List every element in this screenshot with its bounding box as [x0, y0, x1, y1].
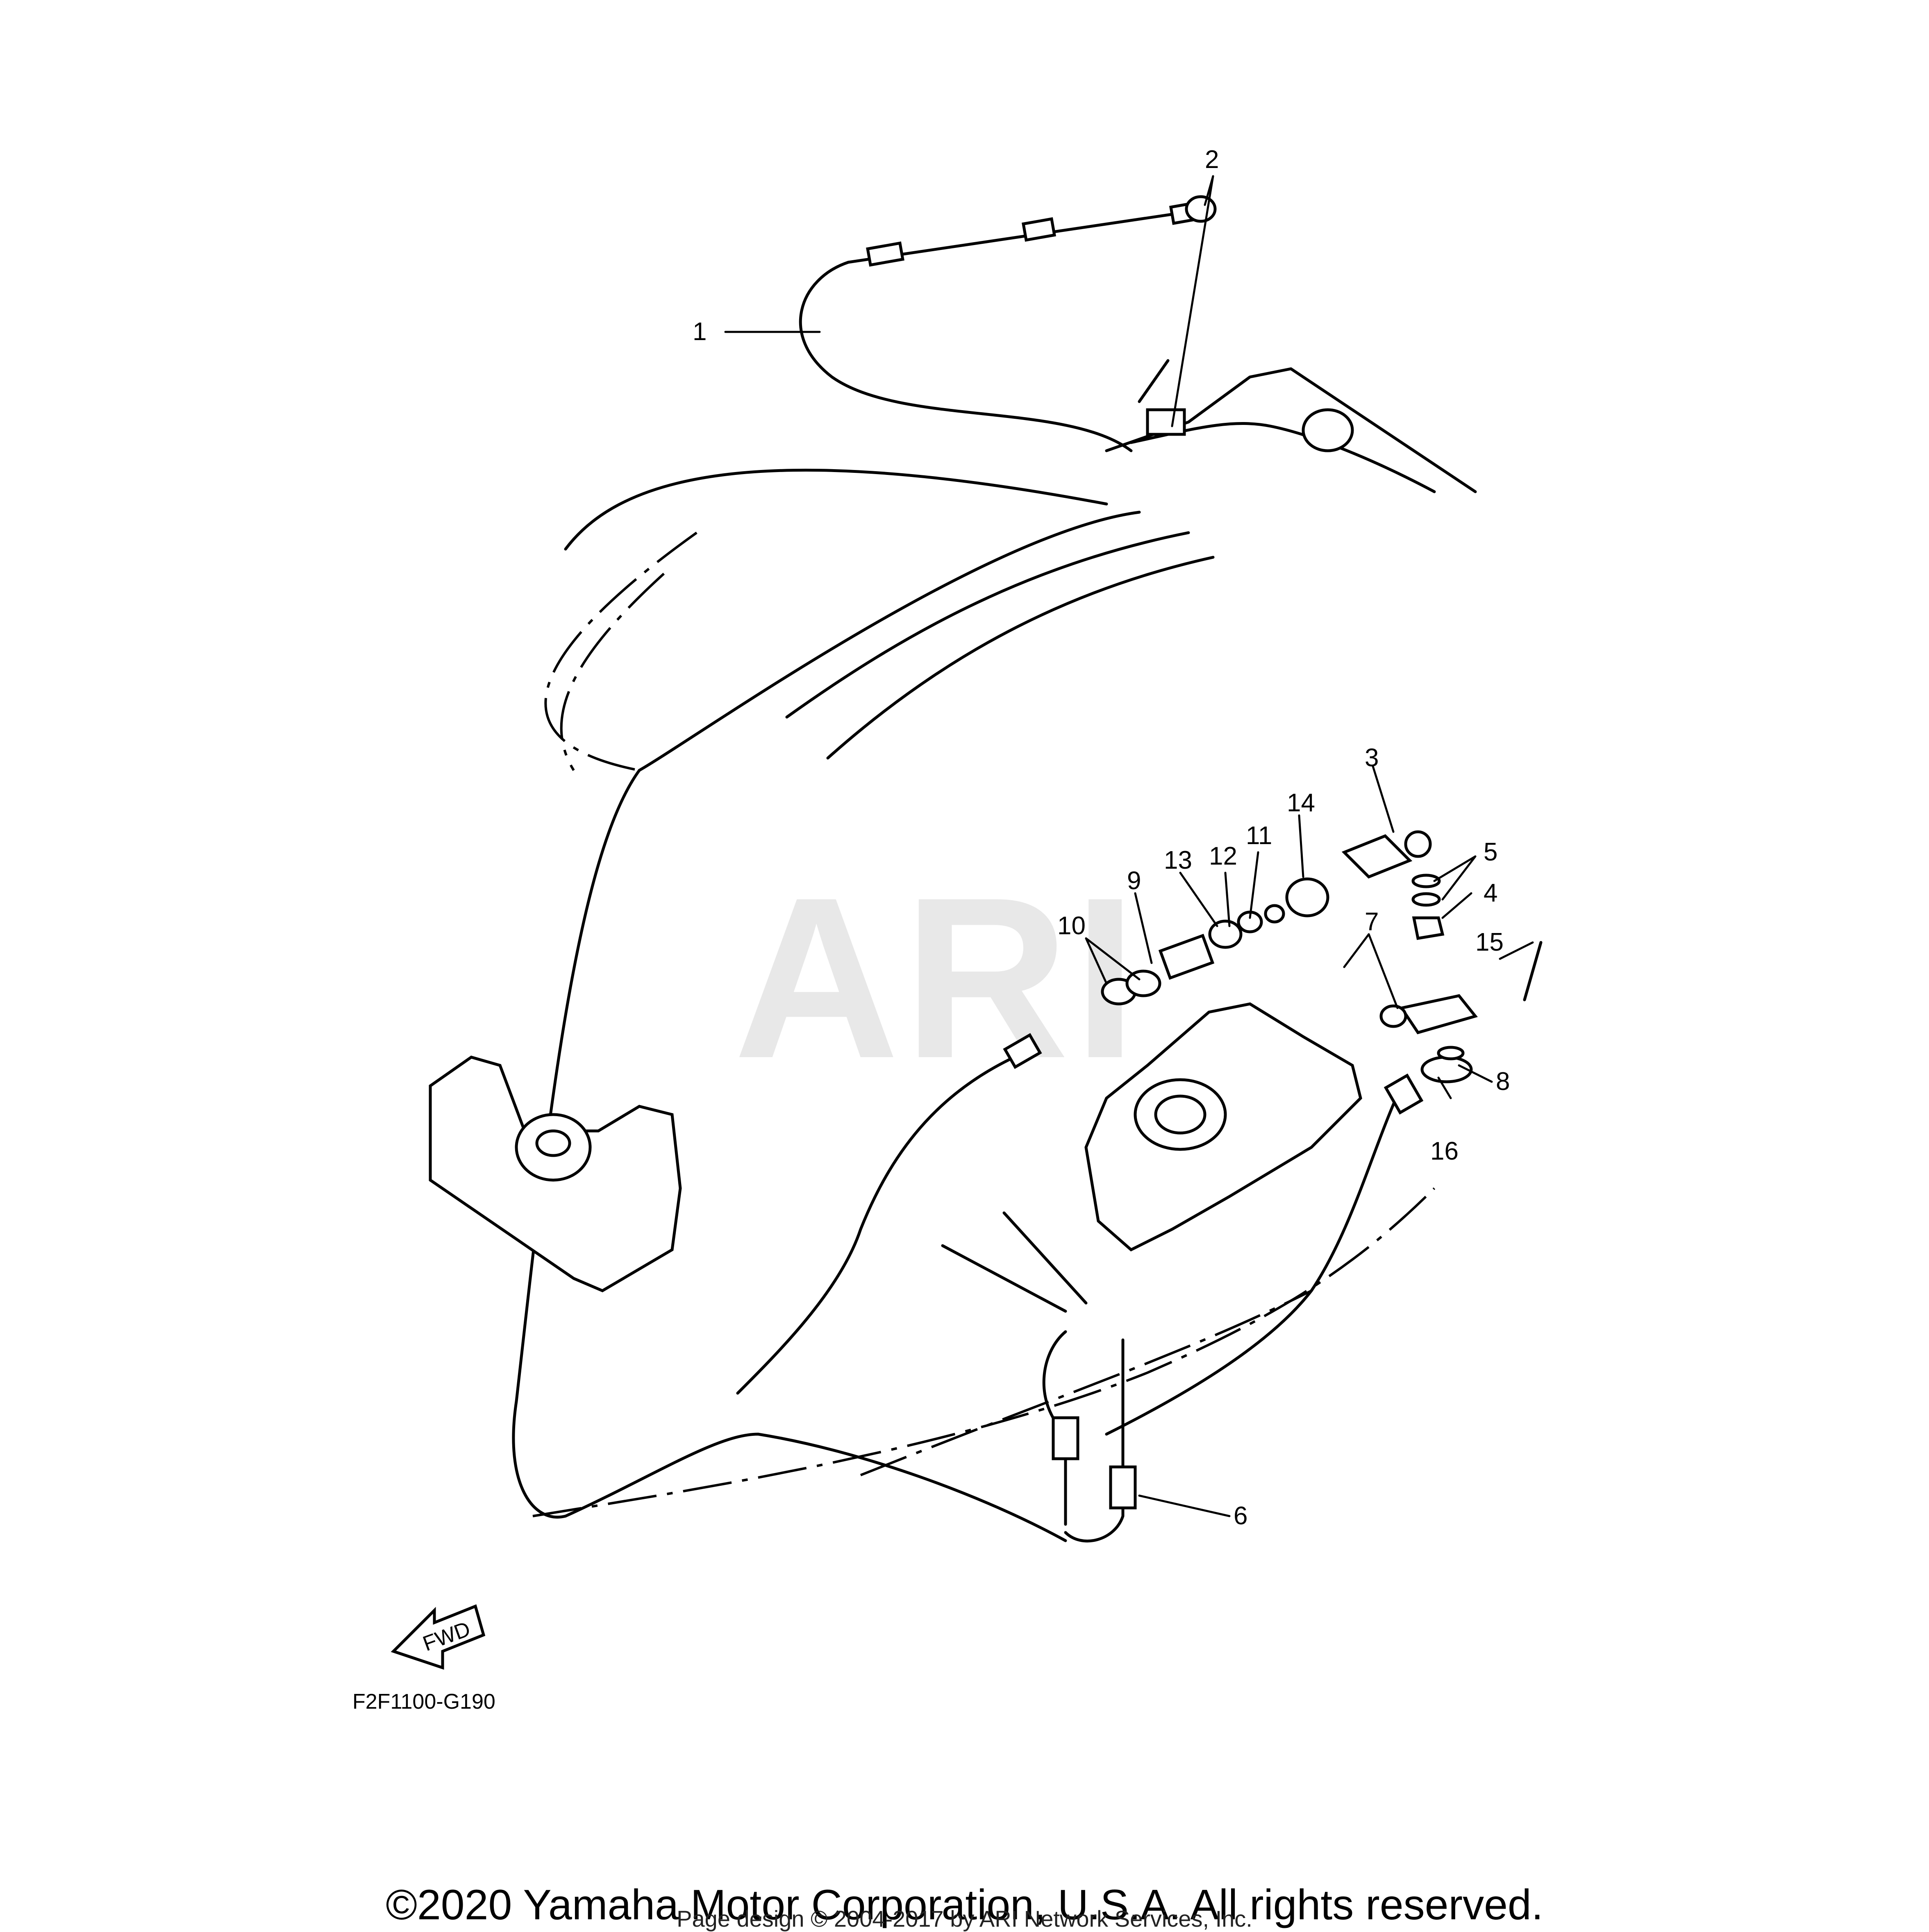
callout-15: 15 — [1475, 928, 1504, 956]
exploded-parts — [1101, 830, 1543, 1083]
ari-watermark: ARI — [734, 849, 1141, 1106]
leader-lines — [724, 175, 1534, 1517]
callout-16: 16 — [1430, 1137, 1459, 1165]
callout-11: 11 — [1246, 822, 1272, 850]
lower-cables — [736, 1033, 1424, 1543]
fwd-arrow-icon: FWD — [391, 1604, 486, 1670]
callout-9: 9 — [1127, 867, 1141, 895]
callout-1: 1 — [693, 318, 707, 346]
callout-3: 3 — [1365, 744, 1379, 772]
page-design-notice: Page design © 2004-2017 by ARI Network S… — [677, 1906, 1252, 1932]
diagram-code: F2F1100-G190 — [352, 1690, 495, 1714]
copyright-notice: ©2020 Yamaha Motor Corporation, U.S.A. A… — [386, 1881, 1543, 1929]
callout-2: 2 — [1205, 145, 1219, 174]
callout-12: 12 — [1209, 842, 1237, 870]
callout-labels: 1 2 3 4 5 6 7 8 9 10 11 12 13 14 15 16 — [693, 145, 1510, 1530]
callout-5: 5 — [1484, 838, 1497, 866]
callout-14: 14 — [1287, 789, 1315, 817]
callout-10: 10 — [1057, 912, 1086, 940]
callout-8: 8 — [1496, 1067, 1510, 1096]
callout-13: 13 — [1164, 846, 1192, 874]
upper-cable-assembly — [799, 195, 1477, 493]
hull-outline — [512, 468, 1436, 1542]
mount-block — [429, 1056, 682, 1292]
pump-assembly — [1084, 1002, 1362, 1252]
callout-4: 4 — [1484, 879, 1497, 907]
callout-7: 7 — [1365, 908, 1379, 936]
callout-6: 6 — [1234, 1502, 1247, 1530]
